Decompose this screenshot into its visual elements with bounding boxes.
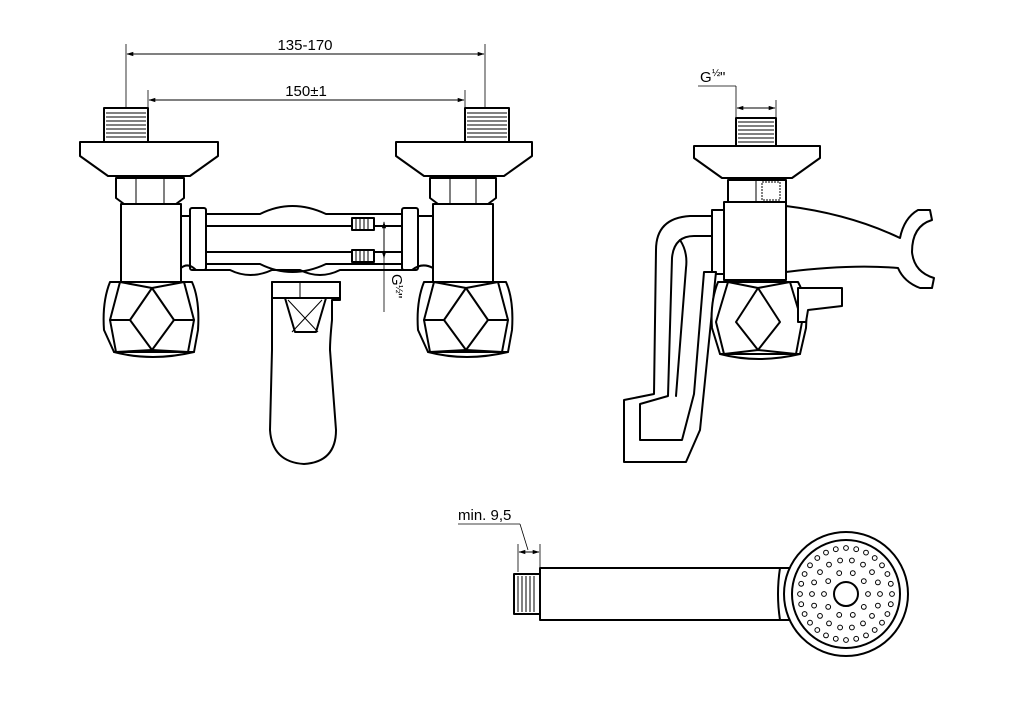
nozzle-dot [837, 624, 843, 631]
nozzle-dot [877, 591, 883, 597]
hand-shower-view: min. 9,5 [458, 507, 909, 657]
nozzle-dot [832, 546, 839, 553]
nozzle-dot [823, 632, 829, 639]
thread-fraction-side: ½ [712, 68, 721, 79]
right-handle [416, 281, 514, 358]
nozzle-dot [869, 613, 875, 619]
nozzle-dot [860, 620, 866, 627]
thread-label-side: G [700, 69, 712, 86]
thread-dimension-side: G ½ " [698, 68, 777, 118]
nozzle-dot [887, 580, 894, 587]
nozzle-dot [801, 571, 808, 577]
nozzle-dot [837, 557, 843, 564]
nozzle-dot [875, 602, 881, 609]
nozzle-dot [860, 578, 867, 584]
spout [269, 281, 341, 465]
nozzle-dot [836, 612, 843, 618]
shower-nozzles [797, 545, 895, 643]
thread-dimension-front: G ½ " [381, 221, 405, 312]
nozzle-dot [860, 561, 866, 568]
nozzle-dot [814, 627, 821, 633]
nozzle-dot [879, 562, 885, 569]
front-view: 135-170 150±1 [79, 37, 533, 465]
dimension-center-label: 150±1 [285, 83, 327, 100]
nozzle-dot [814, 555, 821, 561]
nozzle-dot [798, 601, 805, 608]
nozzle-dot [871, 627, 878, 633]
nozzle-dot [836, 570, 843, 576]
nozzle-dot [849, 624, 855, 631]
nozzle-dot [849, 612, 856, 618]
thread-label-front: G [388, 274, 405, 286]
thread-quote-side: " [720, 69, 725, 86]
nozzle-dot [879, 619, 885, 626]
nozzle-dot [798, 580, 805, 587]
nozzle-dot [825, 604, 832, 610]
hand-shower-dim-label: min. 9,5 [458, 507, 511, 524]
nozzle-dot [807, 562, 813, 569]
nozzle-dot [860, 604, 867, 610]
nozzle-dot [811, 602, 817, 609]
nozzle-dot [887, 601, 894, 608]
dimension-outer-label: 135-170 [277, 37, 332, 54]
nozzle-dot [797, 591, 803, 597]
nozzle-dot [871, 555, 878, 561]
nozzle-dot [832, 635, 839, 642]
nozzle-dot [889, 591, 895, 597]
nozzle-dot [875, 579, 881, 586]
nozzle-dot [821, 591, 827, 597]
left-eccentric [79, 107, 219, 283]
nozzle-dot [825, 578, 832, 584]
nozzle-dot [823, 549, 829, 556]
nozzle-dot [843, 545, 849, 551]
nozzle-dot [849, 557, 855, 564]
thread-quote-front: " [388, 293, 405, 298]
nozzle-dot [869, 569, 875, 575]
mixer-body [180, 205, 434, 276]
nozzle-dot [884, 611, 891, 617]
nozzle-dot [807, 619, 813, 626]
hand-shower-dimension: min. 9,5 [458, 507, 541, 572]
nozzle-dot [863, 632, 869, 639]
nozzle-dot [817, 569, 823, 575]
nozzle-dot [884, 571, 891, 577]
nozzle-dot [865, 591, 871, 597]
nozzle-dot [809, 591, 815, 597]
nozzle-dot [853, 635, 860, 642]
nozzle-dot [801, 611, 808, 617]
nozzle-dot [843, 637, 849, 643]
nozzle-dot [811, 579, 817, 586]
nozzle-dot [826, 561, 832, 568]
nozzle-dot [817, 613, 823, 619]
left-handle [102, 281, 200, 358]
nozzle-dot [849, 570, 856, 576]
nozzle-dot [826, 620, 832, 627]
side-view: G ½ " [623, 68, 935, 463]
thread-fraction-front: ½ [393, 285, 404, 294]
right-eccentric [395, 107, 533, 283]
nozzle-dot [853, 546, 860, 553]
nozzle-dot [863, 549, 869, 556]
